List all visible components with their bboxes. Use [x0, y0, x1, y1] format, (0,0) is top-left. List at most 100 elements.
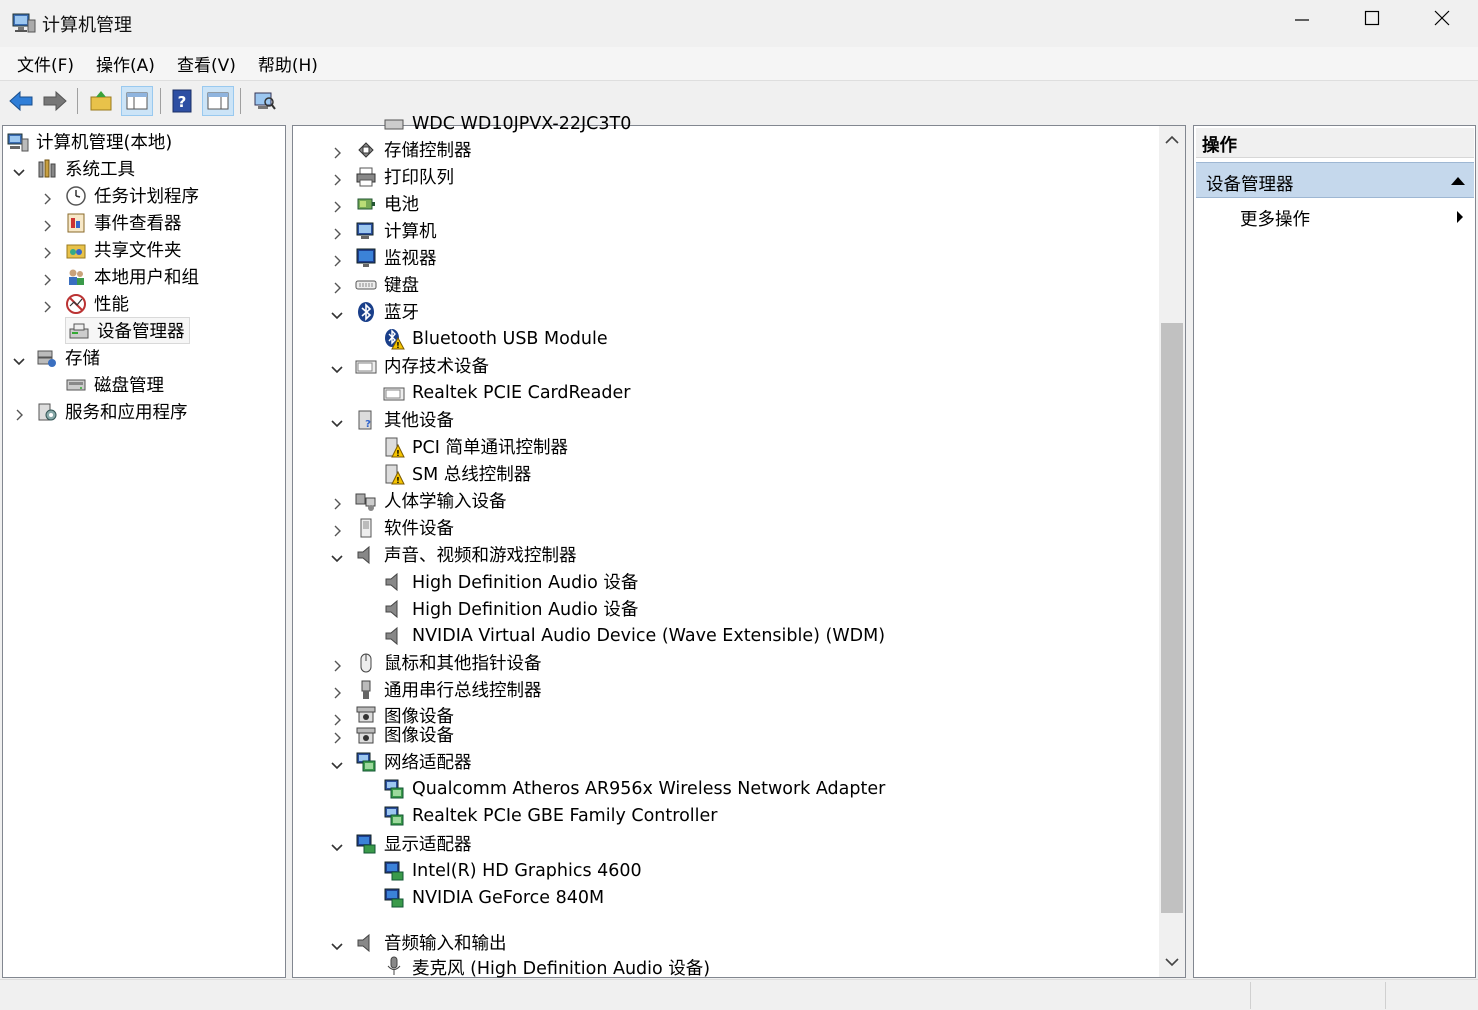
chevron-down-icon[interactable] [331, 306, 343, 320]
device-item[interactable]: 麦克风 (High Definition Audio 设备) [383, 955, 710, 979]
chevron-right-icon[interactable] [41, 244, 53, 259]
actions-section-device-manager[interactable]: 设备管理器 [1196, 162, 1474, 198]
device-label-item: 键盘 [384, 276, 419, 296]
device-category[interactable]: 打印队列 [334, 163, 454, 190]
camera-icon [355, 724, 377, 746]
device-item[interactable]: High Definition Audio 设备 [383, 595, 638, 622]
chevron-right-icon[interactable] [13, 406, 25, 421]
minimize-button[interactable] [1267, 0, 1337, 36]
collapse-up-icon[interactable] [1450, 176, 1466, 186]
scrollbar-thumb[interactable] [1161, 323, 1183, 913]
back-arrow-icon [9, 90, 33, 112]
menu-help[interactable]: 帮助(H) [257, 56, 318, 76]
menu-file[interactable]: 文件(F) [17, 56, 75, 76]
device-category[interactable]: 内存技术设备 [331, 352, 489, 379]
device-item[interactable]: !SM 总线控制器 [383, 460, 531, 487]
tree-item-event-viewer[interactable]: 事件查看器 [44, 209, 182, 236]
maximize-button[interactable] [1337, 0, 1407, 36]
help-button[interactable]: ? [166, 86, 198, 116]
device-item[interactable]: Realtek PCIe GBE Family Controller [383, 802, 717, 829]
device-category[interactable]: 计算机 [334, 217, 437, 244]
tree-item-storage[interactable]: 存储 [13, 344, 100, 371]
chevron-right-icon[interactable] [331, 522, 343, 537]
tree-item-system-tools[interactable]: 系统工具 [13, 155, 135, 182]
device-item[interactable]: NVIDIA GeForce 840M [383, 884, 604, 911]
scroll-down-arrow-icon[interactable] [1163, 956, 1181, 968]
actions-header: 操作 [1196, 128, 1474, 158]
chevron-right-icon[interactable] [331, 198, 343, 213]
chevron-right-icon[interactable] [41, 271, 53, 286]
vertical-scrollbar[interactable] [1159, 126, 1185, 977]
device-item[interactable]: !PCI 简单通讯控制器 [383, 433, 568, 460]
chevron-right-icon[interactable] [331, 171, 343, 186]
device-item[interactable]: Qualcomm Atheros AR956x Wireless Network… [383, 775, 885, 802]
menu-view[interactable]: 查看(V) [176, 56, 236, 76]
device-item[interactable]: WDC WD10JPVX-22JC3T0 [383, 110, 631, 137]
chevron-down-icon[interactable] [331, 756, 343, 770]
device-category[interactable]: 图像设备 [334, 721, 454, 748]
more-actions-item[interactable]: 更多操作 [1240, 210, 1310, 230]
device-category[interactable]: 声音、视频和游戏控制器 [331, 541, 577, 568]
device-category[interactable]: 显示适配器 [331, 830, 472, 857]
chevron-right-icon[interactable] [41, 190, 53, 205]
chevron-right-icon[interactable] [331, 711, 343, 726]
device-item[interactable]: !Bluetooth USB Module [383, 325, 608, 352]
device-category[interactable]: 软件设备 [334, 514, 454, 541]
chevron-right-icon[interactable] [331, 657, 343, 672]
chevron-down-icon[interactable] [331, 838, 343, 852]
forward-button[interactable] [39, 86, 71, 116]
device-category[interactable]: 存储控制器 [334, 136, 472, 163]
close-button[interactable] [1407, 0, 1477, 36]
tree-item-computer-management[interactable]: 计算机管理(本地) [7, 128, 172, 155]
chevron-down-icon[interactable] [331, 360, 343, 374]
chevron-right-icon[interactable] [331, 144, 343, 159]
back-button[interactable] [5, 86, 37, 116]
network-icon [383, 778, 405, 800]
device-category[interactable]: 网络适配器 [331, 748, 472, 775]
device-category[interactable]: 键盘 [334, 271, 419, 298]
scan-hardware-button[interactable] [248, 86, 280, 116]
show-hide-tree-button[interactable] [121, 86, 153, 116]
chevron-right-icon[interactable] [331, 729, 343, 744]
device-category[interactable]: 人体学输入设备 [334, 487, 507, 514]
device-category[interactable]: 音频输入和输出 [331, 929, 507, 956]
device-category[interactable]: 图像设备 [334, 703, 454, 727]
device-category[interactable]: ?其他设备 [331, 406, 454, 433]
chevron-right-icon[interactable] [331, 279, 343, 294]
tree-item-shared-folder[interactable]: 共享文件夹 [44, 236, 182, 263]
device-category[interactable]: 监视器 [334, 244, 437, 271]
chevron-right-icon[interactable] [331, 225, 343, 240]
svg-text:!: ! [396, 341, 400, 350]
chevron-down-icon[interactable] [331, 549, 343, 563]
tree-item-users[interactable]: 本地用户和组 [44, 263, 199, 290]
device-category[interactable]: 蓝牙 [331, 298, 419, 325]
chevron-right-icon[interactable] [41, 298, 53, 313]
scroll-up-arrow-icon[interactable] [1163, 134, 1181, 146]
chevron-right-icon[interactable] [331, 495, 343, 510]
chevron-right-icon[interactable] [331, 684, 343, 699]
console-tree-icon [126, 92, 148, 110]
device-item[interactable]: Intel(R) HD Graphics 4600 [383, 857, 642, 884]
tree-item-disk[interactable]: 磁盘管理 [65, 371, 164, 398]
chevron-down-icon[interactable] [13, 352, 25, 366]
menu-action[interactable]: 操作(A) [96, 56, 155, 76]
chevron-down-icon[interactable] [13, 163, 25, 177]
device-category[interactable]: 电池 [334, 190, 419, 217]
device-category[interactable]: 鼠标和其他指针设备 [334, 649, 542, 676]
tree-item-device-manager[interactable]: 设备管理器 [65, 317, 190, 344]
tree-item-performance[interactable]: 性能 [44, 290, 129, 317]
tree-item-clock[interactable]: 任务计划程序 [44, 182, 199, 209]
chevron-down-icon[interactable] [331, 937, 343, 951]
show-action-pane-button[interactable] [202, 86, 234, 116]
chevron-right-icon[interactable] [331, 252, 343, 267]
device-item[interactable]: NVIDIA Virtual Audio Device (Wave Extens… [383, 622, 885, 649]
up-level-button[interactable] [85, 86, 117, 116]
device-category[interactable]: 通用串行总线控制器 [334, 676, 542, 703]
chevron-right-icon[interactable] [41, 217, 53, 232]
chevron-down-icon[interactable] [331, 414, 343, 428]
tree-item-services[interactable]: 服务和应用程序 [16, 398, 188, 425]
disk-icon [65, 374, 87, 396]
device-label-item: 网络适配器 [384, 753, 472, 773]
device-item[interactable]: Realtek PCIE CardReader [383, 379, 630, 406]
device-item[interactable]: High Definition Audio 设备 [383, 568, 638, 595]
